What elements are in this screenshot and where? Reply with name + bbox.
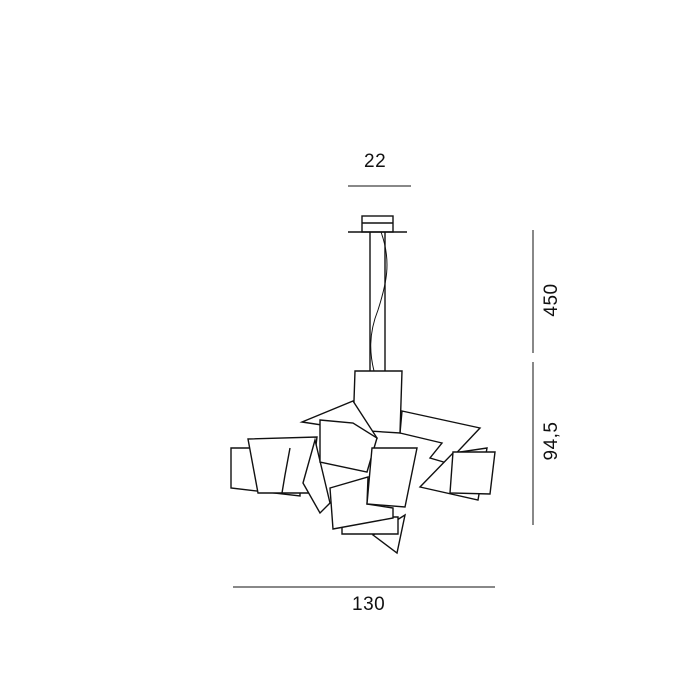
power-cable xyxy=(370,231,388,372)
canopy-width-label: 22 xyxy=(364,151,387,172)
canopy xyxy=(348,215,407,233)
lamp-panels xyxy=(230,370,496,555)
dimension-lines xyxy=(233,185,534,588)
body-height-label: 94,5 xyxy=(541,421,562,461)
suspension-rod xyxy=(369,231,388,372)
cable-length-label: 450 xyxy=(541,283,562,317)
body-width-label: 130 xyxy=(352,594,386,615)
